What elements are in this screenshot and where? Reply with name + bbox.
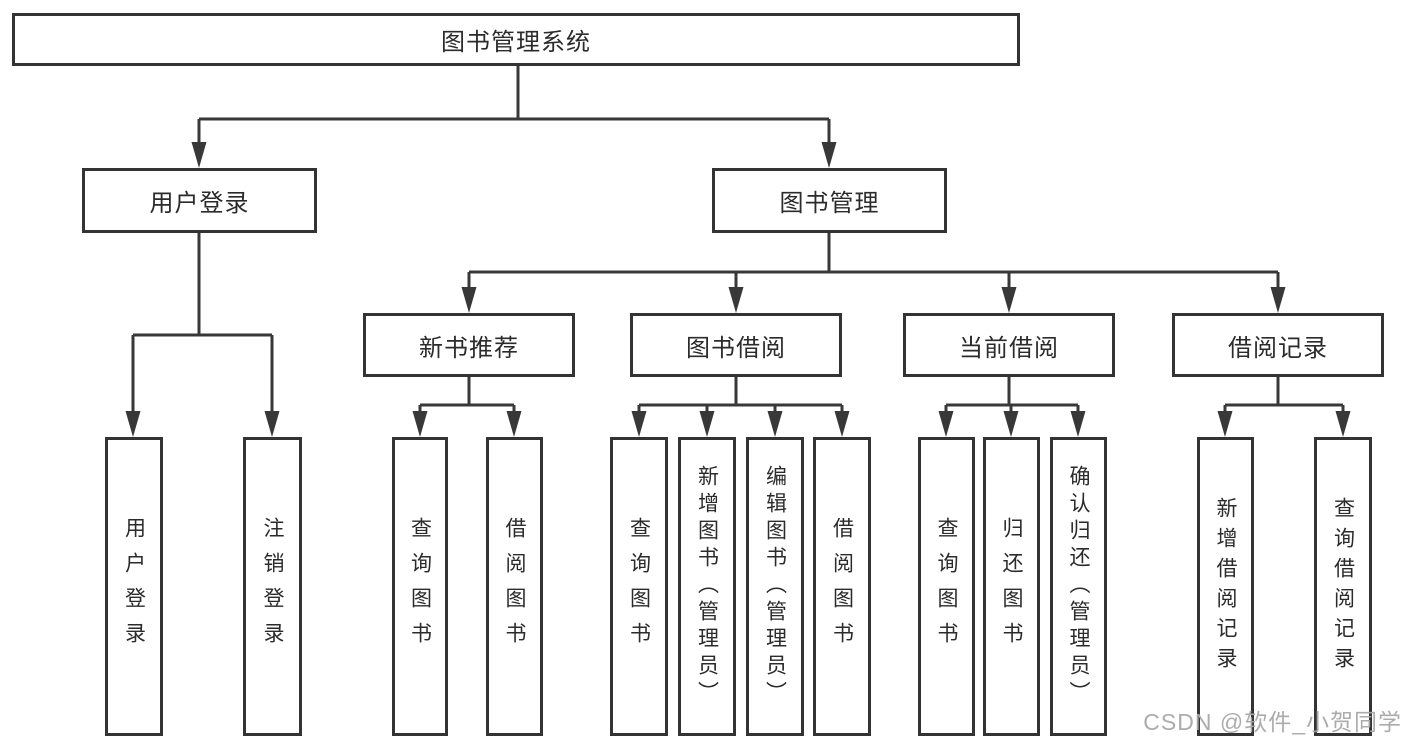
node-new-book-recommendation: 新书推荐: [363, 313, 575, 377]
node-borrow-books-recommend: 借阅图书: [486, 437, 543, 736]
node-label: 查询图书: [627, 516, 651, 657]
node-user-login-group: 用户登录: [82, 168, 317, 233]
node-return-book: 归还图书: [983, 437, 1040, 736]
node-label: 新增借阅记录: [1214, 496, 1237, 677]
node-query-borrow-record: 查询借阅记录: [1314, 437, 1372, 736]
node-current-borrowing: 当前借阅: [903, 313, 1115, 377]
node-query-books-recommend: 查询图书: [392, 437, 448, 736]
node-label: 查询图书: [408, 516, 432, 657]
watermark: CSDN @软件_小贺同学: [1143, 709, 1402, 735]
node-logout: 注销登录: [243, 437, 302, 736]
node-book-borrowing: 图书借阅: [630, 313, 842, 377]
node-query-books-borrowing: 查询图书: [610, 437, 668, 736]
arrowheads: [125, 142, 1351, 437]
node-label: 图书借阅: [686, 334, 786, 362]
node-label: 图书管理系统: [441, 29, 591, 56]
node-confirm-return-admin: 确认归还（管理员）: [1050, 437, 1107, 736]
node-borrowing-records: 借阅记录: [1172, 313, 1384, 377]
node-library-system: 图书管理系统: [12, 13, 1020, 66]
node-label: 注销登录: [261, 516, 284, 657]
node-label: 查询图书: [935, 516, 958, 657]
node-label: 图书管理: [779, 190, 880, 217]
node-query-books-current: 查询图书: [918, 437, 975, 736]
node-add-borrow-record: 新增借阅记录: [1197, 437, 1254, 736]
node-label: 借阅记录: [1228, 334, 1328, 362]
node-book-management: 图书管理: [712, 168, 947, 233]
node-label: 当前借阅: [959, 334, 1059, 362]
node-label: 借阅图书: [503, 516, 526, 657]
node-borrow-books-borrowing: 借阅图书: [813, 437, 871, 736]
node-label: 确认归还（管理员）: [1067, 465, 1090, 708]
node-label: 查询借阅记录: [1331, 496, 1355, 677]
node-label: 编辑图书（管理员）: [763, 465, 787, 708]
node-label: 新增图书（管理员）: [695, 465, 719, 708]
node-user-login: 用户登录: [105, 437, 163, 736]
node-label: 借阅图书: [830, 516, 854, 657]
node-add-book-admin: 新增图书（管理员）: [678, 437, 736, 736]
node-label: 用户登录: [122, 516, 146, 657]
node-label: 新书推荐: [419, 334, 519, 362]
node-label: 归还图书: [1000, 516, 1023, 657]
node-label: 用户登录: [149, 190, 250, 217]
node-edit-book-admin: 编辑图书（管理员）: [746, 437, 804, 736]
